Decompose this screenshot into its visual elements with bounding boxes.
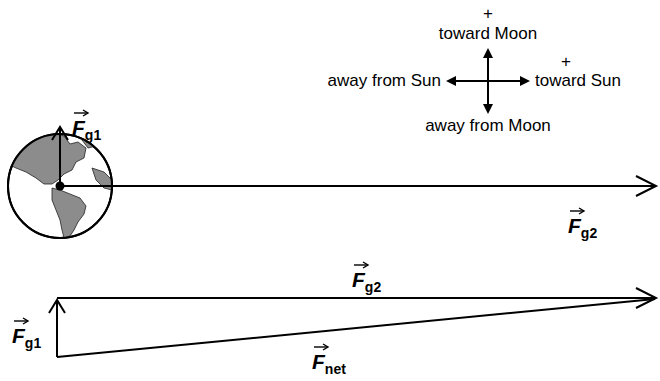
- vector-arrow: [569, 208, 585, 216]
- direction-label: away from Moon: [425, 116, 551, 136]
- direction-label: toward Sun: [535, 71, 621, 91]
- direction-compass: [446, 48, 530, 114]
- vector-label: Fg2: [568, 208, 597, 241]
- vector-arrow: [73, 110, 89, 118]
- vector-subscript: g1: [25, 335, 41, 351]
- vector-symbol: F: [312, 350, 325, 373]
- sign-mark: +: [483, 4, 493, 24]
- vector-label: Fnet: [312, 344, 346, 377]
- direction-label: away from Sun: [328, 71, 441, 91]
- vector-symbol: F: [12, 324, 25, 347]
- vector-label: Fg1: [12, 318, 41, 351]
- vector-symbol: F: [568, 214, 581, 237]
- vector-subscript: g2: [581, 225, 597, 241]
- force-vectors: [49, 127, 656, 357]
- sign-mark: +: [561, 52, 571, 72]
- vector-subscript: g2: [365, 279, 381, 295]
- vector-symbol: F: [352, 268, 365, 291]
- vector-subscript: g1: [85, 127, 101, 143]
- vector-label: Fg1: [72, 110, 101, 143]
- vector-arrow: [353, 262, 369, 270]
- vector-arrow: [13, 318, 29, 326]
- vector-arrow: [313, 344, 329, 352]
- vector-label: Fg2: [352, 262, 381, 295]
- vector-subscript: net: [325, 361, 346, 377]
- vector-symbol: F: [72, 116, 85, 139]
- direction-label: toward Moon: [439, 24, 537, 44]
